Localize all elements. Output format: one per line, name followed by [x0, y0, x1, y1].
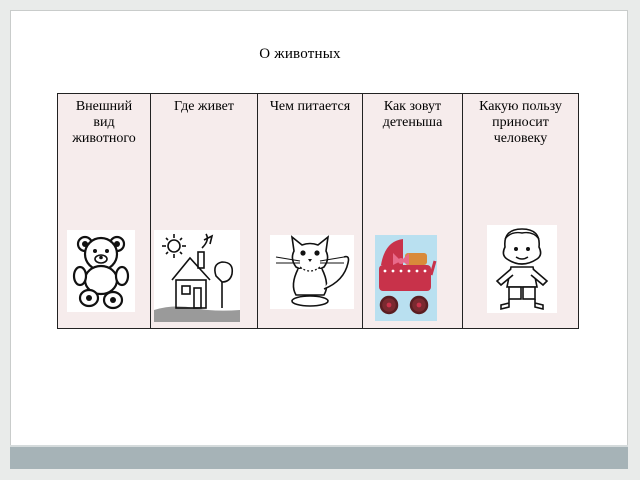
- cat-icon: [270, 235, 354, 309]
- header-line: животного: [72, 131, 136, 146]
- header-line: приносит: [492, 115, 549, 130]
- animals-table: Внешний вид животного: [57, 93, 579, 329]
- header-line: Чем питается: [269, 99, 351, 114]
- header-line: детеныша: [382, 115, 443, 130]
- header-line: вид: [93, 115, 115, 130]
- column-food: Чем питается: [258, 94, 363, 328]
- column-header: Где живет: [151, 94, 257, 115]
- stroller-icon: [375, 235, 437, 321]
- teddy-bear-icon: [67, 230, 135, 312]
- header-line: человеку: [493, 131, 548, 146]
- column-header: Какую пользу приносит человеку: [463, 94, 578, 147]
- child-icon: [487, 225, 557, 313]
- column-benefit: Какую пользу приносит человеку: [463, 94, 578, 328]
- column-header: Внешний вид животного: [58, 94, 150, 147]
- column-appearance: Внешний вид животного: [58, 94, 151, 328]
- header-line: Как зовут: [383, 99, 442, 114]
- column-header: Как зовут детеныша: [363, 94, 462, 131]
- footer-divider: [10, 445, 628, 447]
- column-habitat: Где живет: [151, 94, 258, 328]
- footer-bar: [10, 447, 628, 469]
- header-line: Внешний: [75, 99, 133, 114]
- header-line: Какую пользу: [479, 99, 562, 114]
- column-header: Чем питается: [258, 94, 362, 115]
- column-offspring: Как зовут детеныша: [363, 94, 463, 328]
- slide-title: О животных: [259, 46, 341, 62]
- header-line: Где живет: [174, 99, 234, 114]
- house-icon: [154, 230, 240, 322]
